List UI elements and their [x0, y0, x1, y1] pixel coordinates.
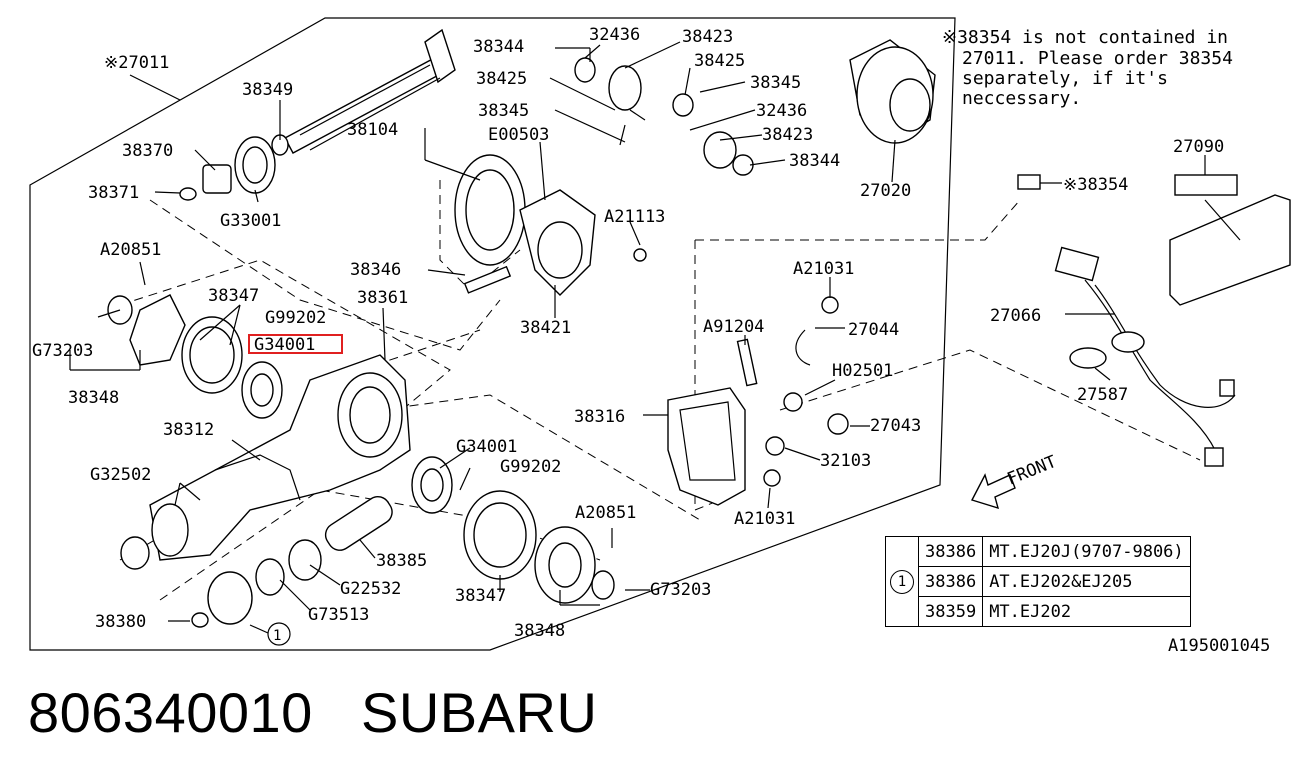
part-label: 32436: [756, 101, 807, 121]
circled-marker-label: 1: [273, 628, 281, 644]
part-label: G73203: [650, 580, 711, 600]
side-retainer-left: [107, 294, 283, 419]
part-label: G73203: [32, 341, 93, 361]
part-label: 38421: [520, 318, 571, 338]
part-label: 27020: [860, 181, 911, 201]
part-label: A20851: [575, 503, 636, 523]
part-label: A21031: [793, 259, 854, 279]
part-label: 38344: [473, 37, 524, 57]
part-label: 38344: [789, 151, 840, 171]
part-label: G73513: [308, 605, 369, 625]
caption-brand: SUBARU: [361, 681, 598, 744]
part-label: 38345: [478, 101, 529, 121]
part-label: 38348: [514, 621, 565, 641]
table-desc-cell: MT.EJ20J(9707-9806): [982, 536, 1191, 567]
front-arrow: FRONT: [970, 452, 1059, 510]
part-label: H02501: [832, 361, 893, 381]
part-label: ※38354: [1063, 175, 1128, 195]
part-label: 38349: [242, 80, 293, 100]
caption: 806340010 SUBARU: [28, 680, 597, 745]
part-label: G99202: [265, 308, 326, 328]
part-label: 38423: [762, 125, 813, 145]
table-part-cell: 38386: [917, 536, 984, 567]
part-label: G34001: [456, 437, 517, 457]
differential-case: [149, 354, 411, 561]
differential-27020: [849, 39, 936, 144]
part-label: 38423: [682, 27, 733, 47]
part-label: G33001: [220, 211, 281, 231]
pinion-shaft: [284, 28, 456, 154]
note-line: separately, if it's: [962, 68, 1168, 89]
part-label: 38380: [95, 612, 146, 632]
ring-gear-assembly: [454, 154, 647, 296]
diagram-code: A195001045: [1168, 636, 1271, 656]
part-label: 38425: [476, 69, 527, 89]
highlight-box: [248, 334, 343, 354]
reference-table: 1 38386 MT.EJ20J(9707-9806) 38386 AT.EJ2…: [885, 536, 1191, 627]
note-line: neccessary.: [962, 88, 1081, 109]
part-label: ※27011: [104, 53, 169, 73]
part-label: A21113: [604, 207, 665, 227]
table-desc-cell: AT.EJ202&EJ205: [982, 566, 1191, 597]
note-line: ※38354 is not contained in: [942, 27, 1228, 48]
part-label: 38361: [357, 288, 408, 308]
part-label: 27066: [990, 306, 1041, 326]
table-marker: 1: [890, 569, 914, 594]
part-label: G34001: [254, 335, 315, 355]
caption-part-number: 806340010: [28, 681, 313, 744]
part-label: A21031: [734, 509, 795, 529]
part-label: 38312: [163, 420, 214, 440]
part-label: G32502: [90, 465, 151, 485]
part-label: 38370: [122, 141, 173, 161]
rear-cover: [667, 296, 849, 506]
front-label: FRONT: [1004, 452, 1059, 490]
part-label: 27043: [870, 416, 921, 436]
part-labels: ※27011 38349 38370 38371 G33001 A20851 3…: [32, 25, 1224, 641]
part-label: 38316: [574, 407, 625, 427]
part-label: A20851: [100, 240, 161, 260]
part-label: 38385: [376, 551, 427, 571]
note-block: ※38354 is not contained in 27011. Please…: [942, 27, 1233, 109]
part-label: E00503: [488, 125, 549, 145]
part-label: 38348: [68, 388, 119, 408]
part-label: G99202: [500, 457, 561, 477]
part-label: 27044: [848, 320, 899, 340]
table-part-cell: 38386: [917, 566, 984, 597]
part-label: 38346: [350, 260, 401, 280]
pinion-parts-bottom: [120, 496, 393, 628]
table-marker-cell: 1: [885, 536, 919, 627]
harness-27066: [1017, 174, 1291, 467]
part-label: 38347: [455, 586, 506, 606]
part-label: 27587: [1077, 385, 1128, 405]
part-label: A91204: [703, 317, 764, 337]
part-label: 38371: [88, 183, 139, 203]
table-part-cell: 38359: [917, 596, 984, 627]
table-desc-cell: MT.EJ202: [982, 596, 1191, 627]
part-label: 38345: [750, 73, 801, 93]
leader-lines: [69, 41, 1206, 634]
part-label: 32103: [820, 451, 871, 471]
part-label: 32436: [589, 25, 640, 45]
part-label: 27090: [1173, 137, 1224, 157]
part-label: G22532: [340, 579, 401, 599]
side-retainer-right: [411, 456, 615, 604]
part-label: 38104: [347, 120, 398, 140]
part-label: 38347: [208, 286, 259, 306]
side-gears: [574, 57, 754, 176]
note-line: 27011. Please order 38354: [962, 48, 1233, 69]
circled-marker: 1: [267, 622, 291, 646]
part-label: 38425: [694, 51, 745, 71]
assembly-outline: [29, 17, 956, 651]
bearing-g33001: [179, 134, 289, 201]
